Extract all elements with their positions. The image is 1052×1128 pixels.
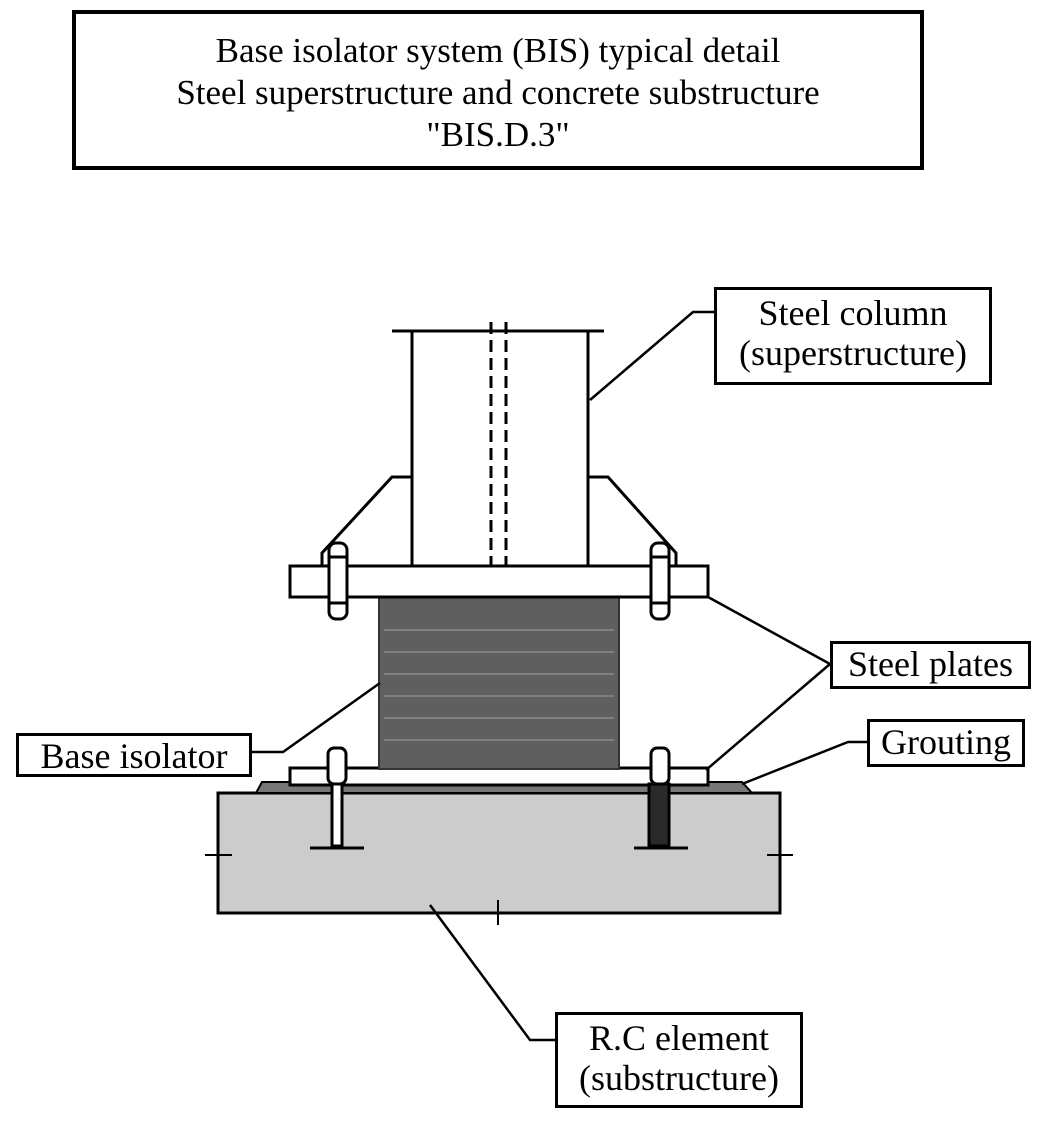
steel-plates-label-text: Steel plates [848, 644, 1013, 684]
bottom-steel-plate [288, 766, 710, 787]
steel-column-label-line2: (superstructure) [739, 333, 967, 373]
title-line-3: "BIS.D.3" [426, 115, 570, 154]
top-right-bolt [649, 541, 671, 621]
base-isolator-body [378, 596, 620, 770]
base-isolator-label: Base isolator [16, 733, 252, 777]
leader-steel-plates-bottom [705, 663, 831, 771]
title-box: Base isolator system (BIS) typical detai… [72, 10, 924, 170]
base-isolator-label-text: Base isolator [40, 736, 228, 776]
rc-element-label: R.C element (substructure) [555, 1012, 803, 1108]
title-line-2: Steel superstructure and concrete substr… [176, 73, 820, 112]
leader-grouting [741, 740, 867, 786]
top-left-bolt [327, 541, 349, 621]
leader-base-isolator [252, 681, 381, 754]
rc-element [216, 791, 782, 915]
steel-plates-label: Steel plates [830, 641, 1031, 689]
top-steel-plate [288, 564, 710, 599]
leader-rc-element [428, 904, 555, 1042]
rc-element-label-line2: (substructure) [579, 1058, 779, 1098]
steel-column-label-line1: Steel column [758, 293, 948, 333]
leader-steel-plates-top [707, 595, 831, 666]
left-stiffener [320, 475, 412, 566]
leader-steel-column [589, 310, 714, 401]
right-stiffener [588, 475, 678, 566]
isolator-layers [384, 629, 614, 741]
steel-column-label: Steel column (superstructure) [714, 287, 992, 385]
rc-element-label-line1: R.C element [589, 1018, 769, 1058]
title-line-1: Base isolator system (BIS) typical detai… [215, 31, 781, 70]
bottom-left-anchor-bolt [310, 746, 364, 850]
bottom-right-anchor-bolt [634, 746, 688, 850]
grouting-label-text: Grouting [881, 722, 1011, 762]
grouting-label: Grouting [867, 719, 1025, 767]
